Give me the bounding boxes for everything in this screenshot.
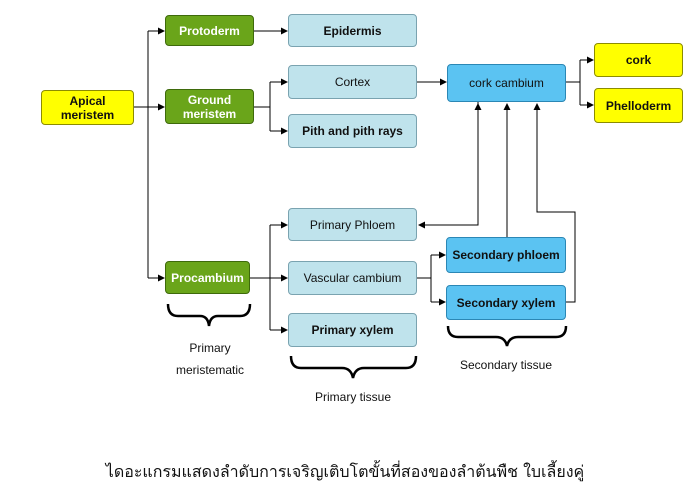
primary-meristematic-label-line1: Primary (189, 341, 231, 355)
secondary-tissue-label: Secondary tissue (459, 358, 553, 372)
secondary-phloem-node: Secondary phloem (446, 237, 566, 273)
phelloderm-node: Phelloderm (594, 88, 683, 123)
primary-meristematic-brace (166, 303, 252, 327)
primary-tissue-label: Primary tissue (314, 390, 391, 404)
secondary-xylem-node: Secondary xylem (446, 285, 566, 320)
primary-meristematic-label-line2: meristematic (175, 363, 244, 377)
arrow-secondary-xylem-to-cork-cambium (533, 103, 576, 303)
epidermis-node: Epidermis (288, 14, 417, 47)
diagram-caption: ไดอะแกรมแสดงลำดับการเจริญเติบโตขั้นที่สอ… (105, 462, 585, 481)
pith-node: Pith and pith rays (288, 114, 417, 148)
ground-meristem-node: Ground meristem (165, 89, 254, 124)
protoderm-node: Protoderm (165, 15, 254, 46)
cork-cambium-node: cork cambium (447, 64, 566, 102)
primary-tissue-brace (289, 355, 418, 379)
apical-meristem-node: Apical meristem (41, 90, 134, 125)
secondary-tissue-brace (446, 325, 568, 347)
cork-node: cork (594, 43, 683, 77)
cortex-node: Cortex (288, 65, 417, 99)
vascular-cambium-node: Vascular cambium (288, 261, 417, 295)
arrow-cork-cambium-to-primary-phloem (418, 102, 479, 229)
primary-xylem-node: Primary xylem (288, 313, 417, 347)
primary-phloem-node: Primary Phloem (288, 208, 417, 241)
procambium-node: Procambium (165, 261, 250, 294)
